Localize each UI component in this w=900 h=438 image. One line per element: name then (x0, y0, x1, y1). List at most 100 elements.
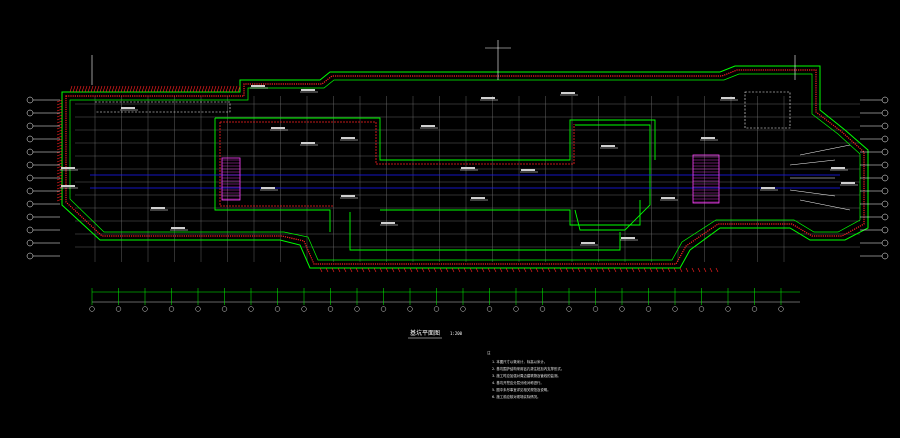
hatch-tick (56, 180, 63, 184)
hatch-tick (517, 267, 521, 273)
hatch-tick (487, 267, 491, 273)
hatch-tick (637, 267, 641, 273)
axis-bubble-bottom (221, 306, 228, 312)
hatch-tick (150, 85, 154, 93)
note-line: 5. 图中未尽事宜详见相关规范及说明。 (492, 387, 551, 392)
notes-block: 注 1. 本图尺寸以毫米计，标高以米计。 2. 基坑围护结构采用钻孔灌注桩加内支… (487, 350, 564, 399)
axis-bubble-right (881, 239, 889, 247)
axis-bubble-left (26, 187, 34, 195)
label-text-block (301, 142, 315, 144)
hatch-tick (96, 85, 100, 93)
hatch-tick (99, 85, 103, 93)
hatch-tick (56, 186, 63, 190)
hatch-tick (108, 85, 112, 93)
hatch-tick (87, 85, 91, 93)
hatch-tick (192, 85, 196, 93)
hatch-tick (385, 267, 389, 273)
hatch-tick (204, 85, 208, 93)
hatch-tick (619, 267, 623, 273)
hatch-tick (56, 105, 63, 109)
hatch-tick (457, 267, 461, 273)
hatch-tick (84, 85, 88, 93)
axis-bubble-right (881, 200, 889, 208)
axis-bubble-right (881, 252, 889, 260)
label-text-block (831, 167, 845, 169)
hatch-tick (499, 267, 503, 273)
hatch-tick (667, 267, 671, 273)
label-text-block (481, 97, 495, 99)
hatch-tick (56, 129, 63, 133)
hatch-tick (228, 85, 232, 93)
axis-bubble-bottom (433, 306, 440, 312)
boundary-dashes (95, 91, 791, 129)
axis-bubble-bottom (592, 306, 599, 312)
hatch-tick (165, 85, 169, 93)
hatch-tick (481, 267, 485, 273)
label-text-block (841, 182, 855, 184)
hatch-tick (601, 267, 605, 273)
axis-bubble-bottom (698, 306, 705, 312)
label-text-block (341, 195, 355, 197)
hatch-tick (69, 85, 73, 93)
hatch-tick (709, 267, 713, 273)
hatch-tick (81, 85, 85, 93)
hatch-tick (697, 267, 701, 273)
hatch-tick (469, 267, 473, 273)
hatch-tick (72, 85, 76, 93)
hatch-tick (174, 85, 178, 93)
hatch-tick (132, 85, 136, 93)
label-text-block (721, 97, 735, 99)
hatch-tick (409, 267, 413, 273)
label-text-block (621, 237, 635, 239)
axis-bubble-bottom (248, 306, 254, 312)
retaining-lines (219, 121, 575, 207)
hatch-tick (102, 85, 106, 93)
hatch-tick (56, 132, 63, 136)
axis-bubble-bottom (327, 306, 334, 312)
hatch-tick (529, 267, 533, 273)
label-text-block (151, 207, 165, 209)
hatch-tick (180, 85, 184, 93)
hatch-tick (703, 267, 707, 273)
hatch-tick (56, 123, 63, 127)
hatch-tick (56, 153, 63, 157)
axis-bubble-bottom (274, 306, 281, 312)
hatch-tick (445, 267, 449, 273)
right-end-detail (789, 144, 851, 211)
hatch-tick (177, 85, 181, 93)
axis-bubble-bottom (645, 306, 652, 312)
hatch-tick (56, 174, 63, 178)
shaft-hatching (222, 156, 719, 203)
hatch-tick (433, 267, 437, 273)
hatch-tick (201, 85, 205, 93)
hatch-tick (90, 85, 94, 93)
hatch-tick (162, 85, 166, 93)
hatch-tick (56, 171, 63, 175)
hatch-tick (361, 267, 365, 273)
axis-bubble-right (881, 96, 889, 104)
hatch-tick (231, 85, 235, 93)
hatch-tick (523, 267, 527, 273)
axis-bubble-left (26, 122, 34, 130)
hatch-tick (129, 85, 133, 93)
hatch-tick (56, 147, 63, 151)
hatch-tick (213, 85, 217, 93)
hatch-tick (123, 85, 127, 93)
axis-bubble-bottom (354, 306, 360, 312)
hatch-tick (56, 162, 63, 166)
label-text-block (701, 137, 715, 139)
hatch-tick (343, 267, 347, 273)
hatch-tick (649, 267, 653, 273)
label-text-block (521, 169, 535, 171)
hatch-tick (325, 267, 329, 273)
hatch-tick (505, 267, 509, 273)
axis-bubble-right (881, 226, 889, 234)
hatch-tick (547, 267, 551, 273)
label-text-block (581, 242, 595, 244)
axis-bubble-bottom (619, 306, 625, 312)
hatch-tick (319, 267, 323, 273)
axis-bubble-bottom (672, 306, 678, 312)
label-text-block (471, 197, 485, 199)
label-text-block (601, 145, 615, 147)
